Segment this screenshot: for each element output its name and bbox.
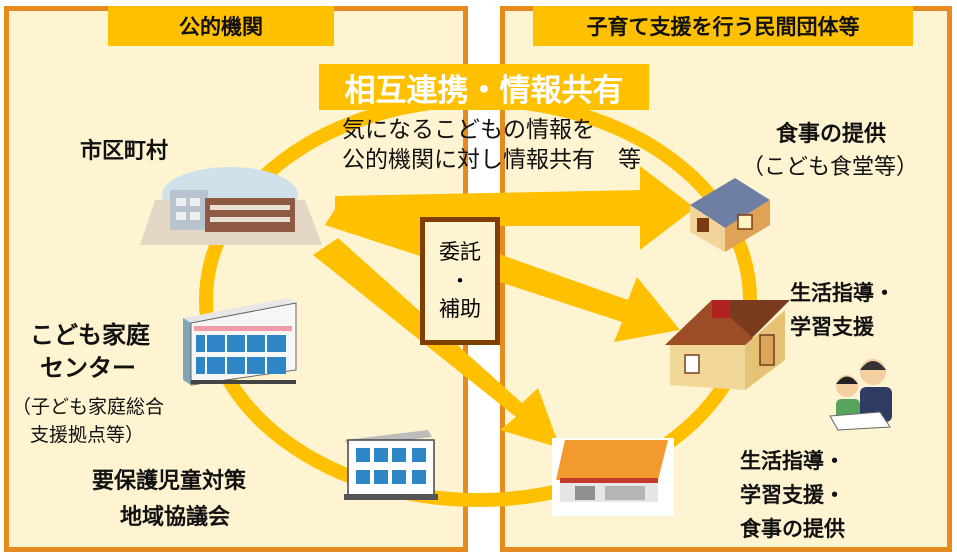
cooperation-banner: 相互連携・情報共有	[319, 64, 649, 110]
combined-support-label-line-1: 生活指導・	[740, 449, 845, 473]
council-label-line-1: 要保護児童対策	[92, 469, 247, 494]
combined-support-label-line-2: 学習支援・	[740, 483, 845, 507]
meal-provider-sub-label: （こども食堂等）	[742, 155, 919, 180]
combined-support-building-illustration	[552, 438, 674, 516]
cooperation-banner-text: 相互連携・情報共有	[344, 72, 624, 109]
learning-support-label-line-1: 生活指導・	[790, 281, 895, 305]
learning-support-house-illustration	[665, 300, 790, 390]
child-center-sub-line-2: 支援拠点等）	[30, 424, 145, 446]
commission-label: 委託	[439, 240, 481, 265]
child-center-label-line-2: センター	[40, 354, 136, 382]
child-center-illustration	[183, 298, 297, 386]
tutoring-illustration	[829, 359, 892, 431]
learning-support-label-line-2: 学習支援	[790, 315, 874, 339]
public-agencies-header: 公的機関	[108, 6, 334, 46]
info-sharing-line-1: 気になるこどもの情報を	[342, 117, 595, 143]
council-label-line-2: 地域協議会	[120, 505, 231, 530]
subsidy-label: 補助	[439, 297, 481, 322]
arrow-to-learning-support	[325, 198, 680, 342]
private-organizations-header: 子育て支援を行う民間団体等	[533, 6, 913, 46]
meal-provider-label: 食事の提供	[776, 122, 887, 147]
commission-separator: ・	[449, 268, 471, 293]
council-building-illustration	[344, 430, 438, 500]
meal-provider-house-illustration	[690, 178, 770, 252]
child-center-label-line-1: こども家庭	[30, 321, 150, 349]
municipality-label: 市区町村	[80, 139, 169, 164]
commission-subsidy-box: 委託 ・ 補助	[420, 217, 500, 345]
combined-support-label-line-3: 食事の提供	[740, 517, 845, 541]
arrow-to-meal-provider	[335, 166, 695, 250]
city-hall-illustration	[140, 167, 322, 245]
info-sharing-line-2: 公的機関に対し情報共有 等	[342, 147, 641, 173]
child-center-sub-line-1: （子ども家庭総合	[12, 396, 165, 418]
